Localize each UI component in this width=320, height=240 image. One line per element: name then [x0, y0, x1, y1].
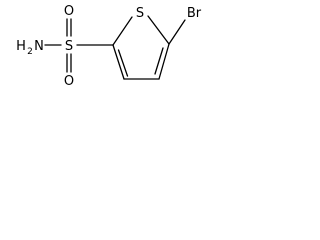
bond-c5-br	[168, 19, 186, 45]
structure-canvas: S Br S O O H 2 N	[0, 0, 209, 100]
bond-c2-c3	[112, 44, 125, 80]
bond-s-c5	[147, 15, 170, 45]
bond-c4-c5	[158, 43, 170, 80]
amine-n: N	[34, 39, 44, 54]
atom-oxygen-bottom: O	[64, 74, 74, 89]
bond-c4-c5-inner	[154, 47, 164, 75]
atom-sulfur-ring: S	[136, 6, 144, 21]
amine-h: H	[16, 39, 26, 54]
atom-bromine: Br	[187, 6, 202, 21]
bonds	[44, 15, 186, 80]
atom-oxygen-top: O	[64, 4, 74, 19]
atom-sulfonyl-sulfur: S	[65, 39, 73, 54]
molecule-diagram: S Br S O O H 2 N	[16, 4, 202, 89]
atom-labels: S Br S O O H 2 N	[16, 4, 202, 89]
amine-h-subscript: 2	[27, 47, 33, 57]
bond-s-c2	[112, 16, 133, 46]
bond-c2-c3-inner	[117, 49, 129, 77]
